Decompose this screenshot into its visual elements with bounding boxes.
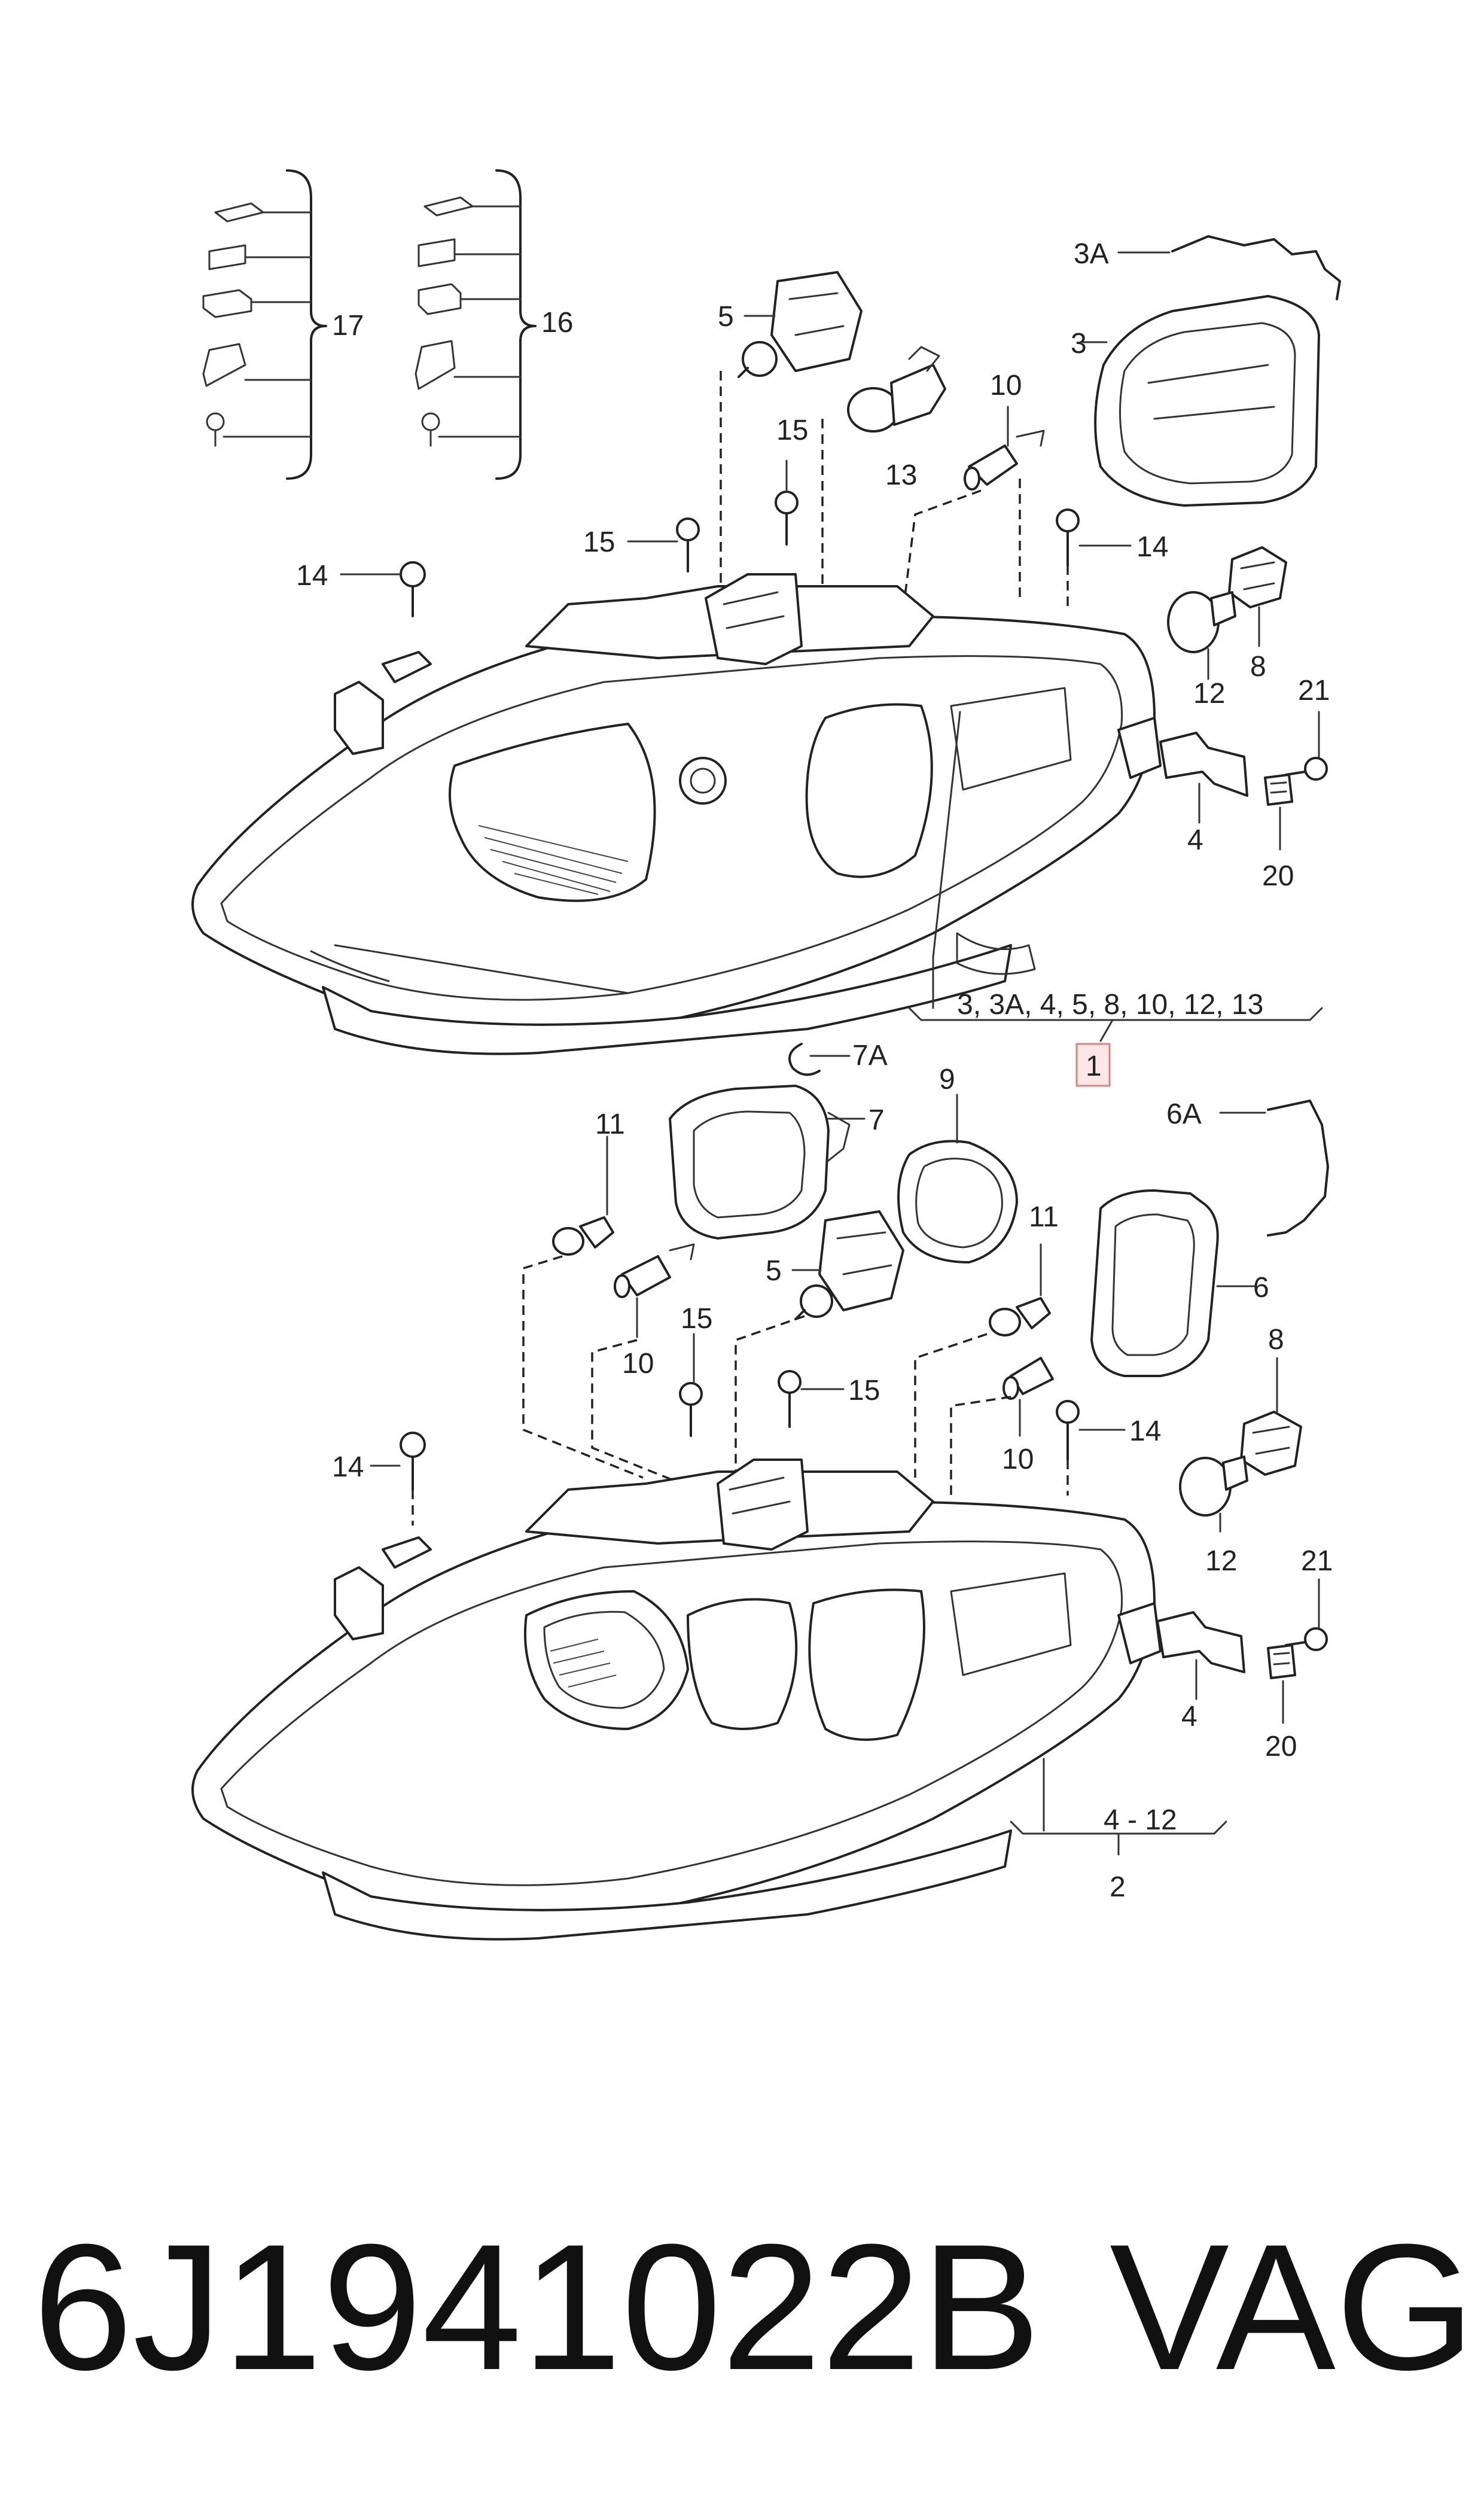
screw-15-top-b bbox=[676, 517, 700, 573]
bulb-11-right bbox=[989, 1297, 1051, 1336]
bulb-11-left bbox=[552, 1216, 614, 1256]
callout-4-bottom: 4 bbox=[1181, 1701, 1197, 1733]
adjuster-motor-5-top bbox=[738, 271, 863, 378]
adjuster-motor-5-bottom bbox=[794, 1210, 904, 1320]
callout-15-bottom-b: 15 bbox=[848, 1375, 880, 1406]
callout-5-top: 5 bbox=[718, 301, 734, 333]
assembly-1-number: 1 bbox=[1086, 1051, 1102, 1082]
callout-14-top-left: 14 bbox=[296, 560, 328, 592]
seal-ring-9 bbox=[897, 1140, 1018, 1263]
headlamp-housing-1 bbox=[191, 573, 1162, 1055]
clip-7A bbox=[788, 1043, 821, 1076]
callout-13: 13 bbox=[885, 459, 917, 491]
callout-20-bottom: 20 bbox=[1265, 1731, 1297, 1762]
clip-20-top bbox=[1264, 774, 1293, 806]
screw-15-bottom-b bbox=[778, 1370, 802, 1428]
callout-6A: 6A bbox=[1166, 1098, 1202, 1130]
callout-6: 6 bbox=[1253, 1272, 1269, 1304]
top-leader-lines bbox=[720, 371, 1069, 611]
screw-14-bottom-right bbox=[1056, 1400, 1080, 1461]
callout-8-bottom: 8 bbox=[1268, 1324, 1284, 1356]
callout-14-bottom-left: 14 bbox=[332, 1451, 364, 1483]
callout-15-bottom-a: 15 bbox=[681, 1303, 712, 1335]
screw-15-top-a bbox=[775, 491, 799, 546]
bracket-4-bottom bbox=[1156, 1611, 1245, 1673]
callout-10-bottom-left: 10 bbox=[622, 1348, 654, 1380]
assembly-2-number: 2 bbox=[1110, 1871, 1126, 1903]
callout-5-bottom: 5 bbox=[766, 1255, 782, 1287]
bulb-12-bottom bbox=[1179, 1456, 1248, 1517]
bottom-leader-lines bbox=[412, 1255, 1069, 1526]
brand-name: VAG bbox=[1110, 2206, 1475, 2407]
bulb-holder-10-top bbox=[964, 430, 1045, 491]
bracket-4-top bbox=[1159, 732, 1248, 797]
callout-8-top: 8 bbox=[1250, 651, 1266, 683]
callout-7A: 7A bbox=[852, 1040, 888, 1071]
callout-10-bottom-right: 10 bbox=[1002, 1444, 1034, 1475]
assembly-1-bracket bbox=[908, 711, 1323, 1042]
screw-21-top bbox=[1285, 757, 1328, 781]
callout-10-top: 10 bbox=[990, 370, 1022, 401]
callout-9: 9 bbox=[939, 1064, 955, 1095]
assembly-1-contents: 3, 3A, 4, 5, 8, 10, 12, 13 bbox=[957, 989, 1263, 1021]
assembly-1-highlight bbox=[1075, 1043, 1111, 1087]
assembly-2-contents: 4 - 12 bbox=[1104, 1804, 1177, 1836]
callout-15-top-b: 15 bbox=[583, 526, 615, 558]
callout-20-top: 20 bbox=[1262, 860, 1294, 892]
clip-20-bottom bbox=[1267, 1644, 1296, 1679]
spring-clip-3A bbox=[1171, 235, 1341, 300]
callout-3: 3 bbox=[1071, 328, 1087, 360]
screw-15-bottom-a bbox=[679, 1382, 703, 1437]
callout-11-right: 11 bbox=[1029, 1201, 1059, 1233]
callout-15-top-a: 15 bbox=[776, 415, 808, 446]
callout-4-top: 4 bbox=[1187, 824, 1203, 856]
part-number: 6J1941022B bbox=[33, 2206, 1041, 2407]
screw-14-bottom-left bbox=[400, 1432, 426, 1491]
bulb-socket-8-bottom bbox=[1240, 1411, 1302, 1476]
bracket-group-16 bbox=[415, 169, 537, 480]
callout-12-top: 12 bbox=[1193, 678, 1225, 710]
screw-14-top-left bbox=[400, 561, 426, 617]
screw-21-bottom bbox=[1285, 1627, 1328, 1651]
callout-21-top: 21 bbox=[1298, 675, 1330, 707]
cover-cap-7 bbox=[669, 1085, 851, 1240]
bulb-12-top bbox=[1167, 591, 1236, 653]
bulb-socket-8-top bbox=[1228, 546, 1287, 608]
callout-12-bottom: 12 bbox=[1205, 1545, 1237, 1577]
callout-7: 7 bbox=[869, 1104, 885, 1136]
callout-14-top-right: 14 bbox=[1136, 531, 1168, 563]
callout-21-bottom: 21 bbox=[1301, 1545, 1333, 1577]
bulb-13 bbox=[847, 346, 946, 433]
callout-14-bottom-right: 14 bbox=[1129, 1415, 1161, 1447]
bulb-holder-10-bottom-right bbox=[1002, 1357, 1054, 1400]
cover-cap-3 bbox=[1094, 295, 1320, 507]
spring-clip-6A bbox=[1267, 1100, 1329, 1237]
bracket-group-17 bbox=[202, 169, 327, 480]
headlamp-housing-2 bbox=[191, 1459, 1162, 1941]
assembly-2-bracket bbox=[1010, 1758, 1227, 1856]
callout-3A: 3A bbox=[1074, 238, 1109, 270]
bulb-holder-10-bottom-left bbox=[614, 1243, 695, 1298]
callout-16: 16 bbox=[541, 307, 573, 339]
callout-17: 17 bbox=[332, 310, 364, 342]
screw-14-top-right bbox=[1056, 509, 1080, 567]
cover-cap-6 bbox=[1090, 1189, 1219, 1377]
callout-11-left: 11 bbox=[595, 1109, 625, 1140]
